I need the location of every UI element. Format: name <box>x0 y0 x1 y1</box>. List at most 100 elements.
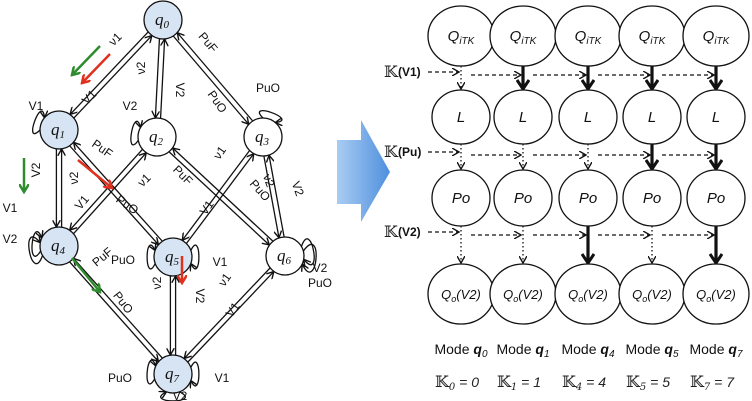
node-label: Po <box>514 190 532 207</box>
edge-q4-q7 <box>69 258 163 361</box>
node-label: L <box>712 109 720 126</box>
edge-arrow-q2-to-q6 <box>168 151 269 245</box>
edge-q3-q6 <box>263 155 285 238</box>
node-label: Po <box>643 190 661 207</box>
edge-label-q0_q1_up: ν1 <box>106 30 125 49</box>
node-circle <box>431 169 491 227</box>
edge-arrow-q6-to-q7 <box>184 267 271 358</box>
mode-label: Mode q1 <box>496 341 549 360</box>
state-q1: q1 <box>39 110 79 150</box>
self-loop-q2 <box>130 121 141 146</box>
edge-label-q1_q4_up: ν2 <box>67 171 81 184</box>
node-0-col-1: QiTK <box>489 5 557 67</box>
node-1-col-3: L <box>622 89 682 145</box>
node-circle <box>558 89 618 145</box>
node-circle <box>682 263 750 325</box>
edge-arrow-q1-to-q0 <box>73 36 152 119</box>
row-header-label: (V1) <box>398 65 421 79</box>
edge-q1-q4 <box>56 149 61 227</box>
blue-arrow-shape <box>337 120 390 222</box>
state-circle <box>39 110 79 150</box>
self-loop-q7_b <box>191 361 200 386</box>
state-circle <box>137 117 177 157</box>
edge-label-q0_q3_down: PuO <box>205 88 230 116</box>
state-q7: q7 <box>153 354 193 394</box>
k-value: 𝕂5 = 5 <box>626 372 670 393</box>
self-loop-label-q3: PuO <box>256 81 280 95</box>
edge-q2-q4 <box>70 148 146 235</box>
self-loop-q7_a <box>146 360 156 385</box>
node-label: L <box>584 109 592 126</box>
edge-label-q1_q4_down: V2 <box>29 162 43 177</box>
green-arrow-q0-q1 <box>72 45 101 75</box>
node-label: Qo(V2) <box>568 287 608 304</box>
self-loop-q5_b <box>191 244 200 269</box>
mode-label: Mode q0 <box>434 341 487 360</box>
node-2-col-0: Po <box>431 169 491 227</box>
edge-label-q3_q5_up: ν1 <box>210 143 229 162</box>
node-3-col-0: Qo(V2) <box>427 263 495 325</box>
self-loop-q6_a <box>300 238 315 265</box>
row-header-0: 𝕂(V1) <box>384 62 421 81</box>
self-loop-label-q5_b: V1 <box>213 255 228 269</box>
state-q3: q3 <box>243 117 283 157</box>
node-3-col-3: Qo(V2) <box>618 263 686 325</box>
edge-q3-q5 <box>182 150 253 244</box>
self-loop-label-q4_b: V2 <box>3 232 18 246</box>
self-loop-label-q5_a: PuO <box>111 253 135 267</box>
state-circle <box>143 0 183 40</box>
state-circle <box>39 226 79 266</box>
node-circle <box>622 169 682 227</box>
k-symbol: 𝕂 <box>384 222 399 241</box>
edge-arrow-q1-to-q5 <box>69 145 159 245</box>
green-arrow-q4-q7 <box>71 257 100 292</box>
edge-label-q6_q7_down: V1 <box>223 299 243 319</box>
red-arrow-q0-q1 <box>82 53 111 83</box>
edge-arrow-q0-to-q3 <box>172 35 248 124</box>
edge-label-q0_q2_up: ν2 <box>134 61 148 74</box>
self-loop-label-q4_a: V1 <box>3 201 18 215</box>
node-circle <box>682 5 750 67</box>
node-label: L <box>648 109 656 126</box>
node-circle <box>431 89 491 145</box>
node-1-col-1: L <box>493 89 553 145</box>
self-loop-q6_b <box>302 243 317 273</box>
node-1-col-4: L <box>686 89 746 145</box>
edge-q6-q7 <box>184 267 274 363</box>
row-header-label: (Pu) <box>398 145 421 159</box>
self-loop-label-q7_b: V1 <box>215 371 230 385</box>
red-arrow-q1-q5 <box>77 159 112 188</box>
node-label: Qo(V2) <box>503 287 543 304</box>
k-symbol: 𝕂 <box>384 142 399 161</box>
node-label: Po <box>452 190 470 207</box>
edge-arrow-q0-to-q2 <box>155 38 161 118</box>
self-loop-q5_a <box>146 245 155 270</box>
node-circle <box>493 89 553 145</box>
edge-arrow-q7-to-q4 <box>74 258 163 359</box>
edge-arrow-q2-to-q4 <box>70 148 143 230</box>
node-2-col-1: Po <box>493 169 553 227</box>
state-q2: q2 <box>137 117 177 157</box>
edge-arrow-q3-to-q6 <box>263 156 279 238</box>
edge-label-q1_q5_up: PuF <box>89 137 115 161</box>
node-0-col-4: QiTK <box>682 5 750 67</box>
mode-label: Mode q4 <box>561 341 614 360</box>
k-symbol: 𝕂 <box>384 62 399 81</box>
edge-q0-q1 <box>70 31 152 119</box>
edge-arrow-q7-to-q6 <box>187 272 274 363</box>
node-circle <box>558 169 618 227</box>
self-loop-q4_b <box>28 237 44 265</box>
node-3-col-1: Qo(V2) <box>489 263 557 325</box>
edge-label-q5_q7_up: ν2 <box>150 276 164 289</box>
edge-label-q3_q6_down: V2 <box>289 179 307 198</box>
node-circle <box>686 169 746 227</box>
state-circle <box>265 236 305 276</box>
k-value: 𝕂1 = 1 <box>497 372 541 393</box>
node-label: Qo(V2) <box>632 287 672 304</box>
state-graph-edges: ν1V1ν2V2PuFPuOV2ν2PuFPuOν1V1PuFPuOν1V1ν2… <box>29 29 307 362</box>
node-label: L <box>519 109 527 126</box>
self-loop-label-q1: V1 <box>29 99 44 113</box>
self-loop-label-q7_a: PuO <box>108 371 132 385</box>
self-loop-label-q2: V2 <box>123 99 138 113</box>
